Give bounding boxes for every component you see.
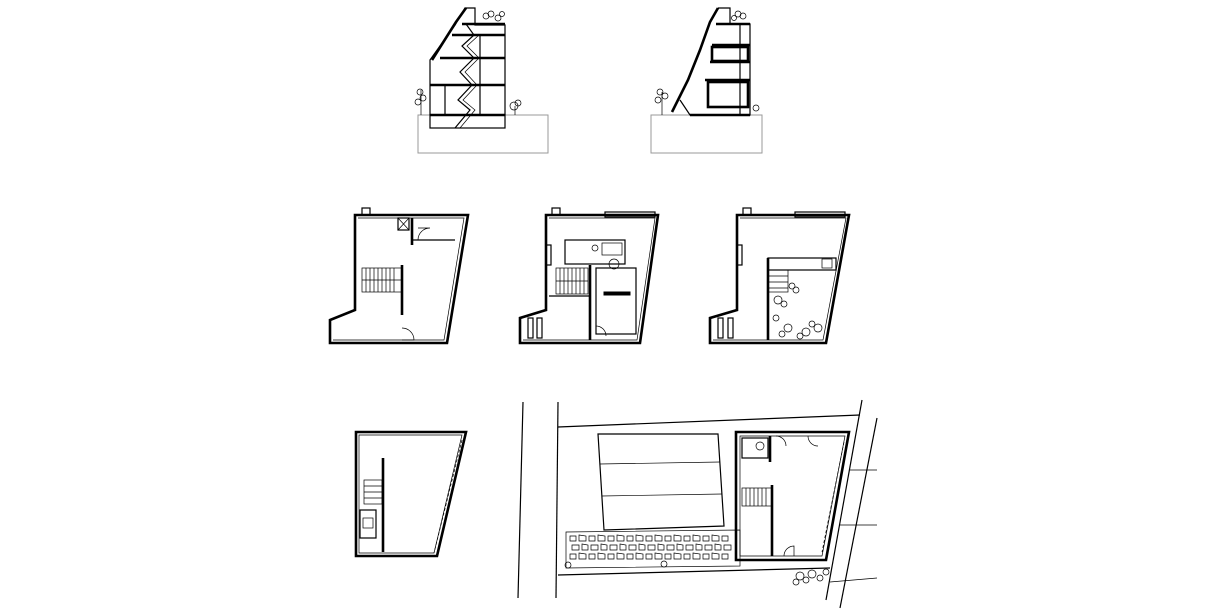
plan-level-2-stair: [555, 267, 589, 295]
section-a-stair-2: [459, 34, 480, 129]
plan-level-1-chimney: [361, 207, 371, 216]
plan-level-3-window-2: [717, 317, 724, 339]
section-a-stair: [454, 23, 475, 129]
plan-level-2-bath: [564, 239, 626, 265]
plan-level-2-room: [595, 267, 637, 335]
site-plan-street-right-1: [825, 399, 863, 601]
plan-level-2-window-2: [527, 317, 534, 339]
site-plan-house-bath: [741, 437, 769, 459]
plan-level-2-bed: [603, 291, 631, 296]
site-plan-neighbor-building: [597, 433, 725, 531]
plan-level-1-door-swing: [417, 227, 431, 241]
plan-level-2-window-3: [536, 317, 543, 339]
section-b-room-2: [710, 45, 750, 63]
plan-roof-outline: [354, 430, 468, 558]
plan-roof-inner: [358, 434, 463, 554]
plan-level-2-window-strip: [604, 211, 656, 218]
plan-level-3: [708, 207, 851, 345]
site-plan-lot-top: [557, 414, 861, 428]
plan-roof: [354, 430, 468, 558]
site-plan-house-inner: [739, 435, 846, 557]
site-plan-neighbor-line-1: [599, 461, 721, 465]
plan-level-3-plant-icon: [772, 282, 823, 340]
section-b-room-1: [706, 80, 750, 109]
site-plan-street-left-2: [555, 401, 559, 599]
site-plan-house-door-1: [775, 435, 787, 447]
plan-level-3-outline: [708, 213, 851, 345]
plan-level-3-window: [736, 244, 743, 266]
site-plan-lot-line-3: [829, 577, 878, 583]
plan-level-2-tub: [601, 242, 623, 256]
section-a: [414, 7, 549, 154]
site-plan-cobblestone-path: [565, 529, 741, 569]
plan-level-1: [328, 207, 470, 345]
plan-level-3-sink: [821, 258, 833, 269]
plan-roof-parapet: [433, 439, 463, 554]
section-b-ground: [650, 114, 763, 154]
section-a-plant-icon: [414, 10, 522, 115]
plan-level-3-chimney: [742, 207, 752, 216]
plan-level-2-window: [545, 244, 552, 266]
plan-level-3-window-strip: [794, 211, 846, 218]
site-plan-house-door-3: [783, 545, 795, 557]
plan-level-3-window-3: [727, 317, 734, 339]
site-plan: [517, 399, 878, 609]
plan-roof-unit: [359, 509, 377, 539]
plan-roof-unit-2: [362, 517, 374, 529]
section-a-sloped-wall: [430, 7, 468, 61]
site-plan-house-parapet: [821, 441, 845, 553]
plan-level-1-stair: [361, 267, 403, 293]
section-a-basement: [429, 114, 506, 129]
section-b-plant-icon: [654, 10, 760, 115]
plan-level-1-outline: [328, 213, 470, 345]
site-plan-street-left-1: [517, 401, 524, 599]
plan-level-2-outline: [518, 213, 660, 345]
site-plan-house-outline: [734, 430, 851, 562]
plan-roof-stair: [363, 479, 383, 505]
plan-level-1-inner: [333, 217, 465, 341]
section-a-ground: [417, 114, 549, 154]
site-plan-lot-bottom: [557, 567, 831, 576]
site-plan-house-door-2: [807, 435, 819, 447]
section-b-sloped-wall: [670, 7, 720, 113]
plan-level-3-stair: [767, 269, 789, 293]
plan-level-2-door-swing: [595, 325, 607, 337]
site-plan-neighbor-line-2: [601, 493, 723, 497]
plan-level-1-shaft: [397, 217, 410, 231]
plan-level-2-wc-icon: [608, 258, 620, 270]
section-b: [650, 7, 763, 154]
plan-level-1-door-swing-2: [401, 327, 415, 341]
plan-level-2-inner: [523, 217, 656, 341]
site-plan-house-wc-icon: [755, 441, 765, 451]
site-plan-tree-icon: [564, 560, 830, 586]
site-plan-street-right-2: [839, 417, 878, 609]
plan-level-2: [518, 207, 660, 345]
site-plan-house-stair: [741, 487, 773, 507]
plan-level-2-sink-icon: [591, 244, 599, 252]
plan-level-2-chimney: [551, 207, 561, 216]
plan-level-1-shaft-x2: [397, 217, 410, 231]
